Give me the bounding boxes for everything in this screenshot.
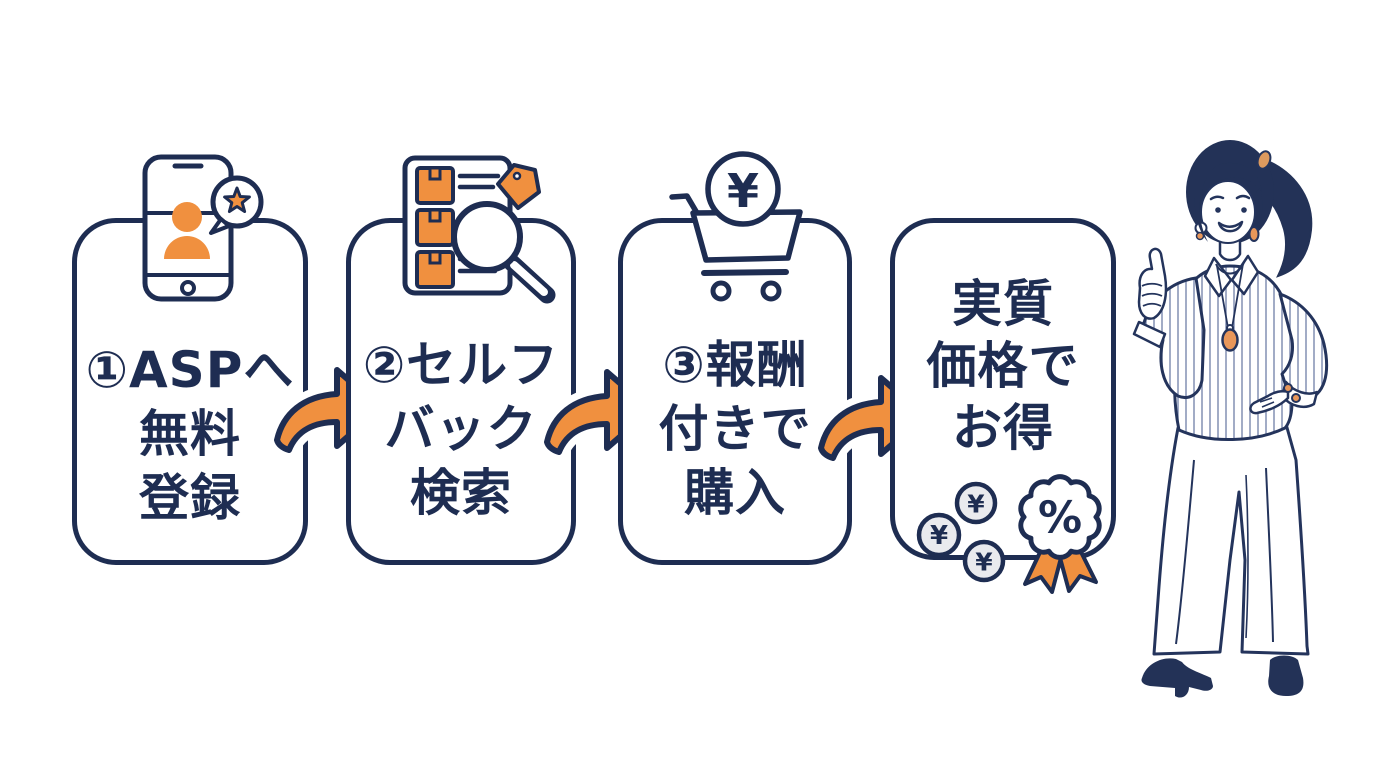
- pants-crease-left: [1175, 459, 1195, 645]
- parcel-list-items: [415, 166, 455, 289]
- yen-coin-2: ¥: [916, 512, 962, 558]
- step-card-4: 実質 価格で お得 % ¥ ¥ ¥: [890, 218, 1116, 594]
- percent-symbol: %: [1038, 493, 1082, 544]
- eye-left: [1215, 207, 1221, 213]
- eyebrow-right: [1235, 194, 1251, 200]
- left-cuff: [1132, 320, 1167, 349]
- price-tag-icon: [496, 163, 541, 210]
- step-2-line-1: ②セルフ: [362, 336, 560, 394]
- hair-strand-right: [1256, 188, 1263, 232]
- step-1-label: ①ASPへ 無料 登録: [77, 338, 303, 530]
- hand-on-hip: [1249, 389, 1290, 415]
- yen-coin-1: ¥: [954, 481, 998, 525]
- earring-left: [1195, 231, 1205, 241]
- step-3-line-1: ③報酬: [662, 336, 808, 394]
- yen-coin-3: ¥: [962, 539, 1006, 583]
- star-icon: [223, 186, 251, 213]
- svg-text:¥: ¥: [975, 548, 993, 577]
- step-4-line-3: お得: [952, 399, 1054, 457]
- hair-scrunchie: [1256, 150, 1272, 170]
- woman-thumbs-up-illustration: [1132, 140, 1329, 698]
- bracelet-bead-1: [1283, 383, 1293, 393]
- step-1-line-1: ①ASPへ: [85, 341, 295, 399]
- knuckle-lines: [1141, 282, 1163, 307]
- step-3-label: ③報酬 付きで 購入: [623, 333, 847, 525]
- pants: [1152, 422, 1310, 656]
- step-2-label: ②セルフ バック 検索: [351, 333, 571, 525]
- hair-strand-left: [1194, 192, 1208, 242]
- step-4-line-1: 実質: [952, 275, 1054, 333]
- smile-mouth: [1217, 220, 1244, 233]
- step-2-line-3: 検索: [410, 464, 512, 522]
- step-2-line-2: バック: [384, 400, 538, 458]
- step-4-line-2: 価格で: [926, 337, 1080, 395]
- eyebrow-left: [1209, 195, 1225, 201]
- pants-crease-inner: [1245, 474, 1249, 639]
- pants-crease-right: [1265, 467, 1274, 643]
- list-magnifier-tag-icon: [402, 155, 556, 304]
- yen-symbol: ¥: [727, 164, 759, 218]
- earring-right: [1248, 226, 1260, 242]
- step-1-line-3: 登録: [139, 469, 241, 527]
- cart-yen-icon: ¥: [669, 151, 803, 302]
- necklace-chain: [1216, 263, 1244, 329]
- pendant: [1221, 328, 1239, 352]
- svg-text:¥: ¥: [967, 490, 985, 519]
- face: [1200, 180, 1256, 244]
- finger-lines: [1259, 397, 1275, 408]
- step-4-label: 実質 価格で お得: [895, 273, 1111, 459]
- step-card-2: ②セルフ バック 検索: [346, 155, 576, 565]
- step-3-line-2: 付きで: [658, 400, 812, 458]
- smartphone-user-star-icon: [142, 154, 264, 302]
- step-card-1: ①ASPへ 無料 登録: [72, 154, 308, 565]
- bracelet-bead-2: [1291, 393, 1301, 403]
- svg-text:¥: ¥: [930, 521, 948, 551]
- step-1-line-2: 無料: [139, 405, 241, 463]
- heel-shoe-left: [1141, 658, 1213, 698]
- heel-shoe-right: [1268, 655, 1304, 696]
- step-card-3: ¥ ③報酬 付きで 購入: [618, 151, 852, 565]
- percent-badge-seal: [1018, 474, 1102, 560]
- magnifier-icon: [451, 201, 556, 304]
- step-3-line-3: 購入: [684, 464, 786, 522]
- bangs: [1202, 162, 1262, 196]
- coins-percent-badge-icon: % ¥ ¥ ¥: [916, 474, 1102, 594]
- eye-right: [1241, 207, 1247, 213]
